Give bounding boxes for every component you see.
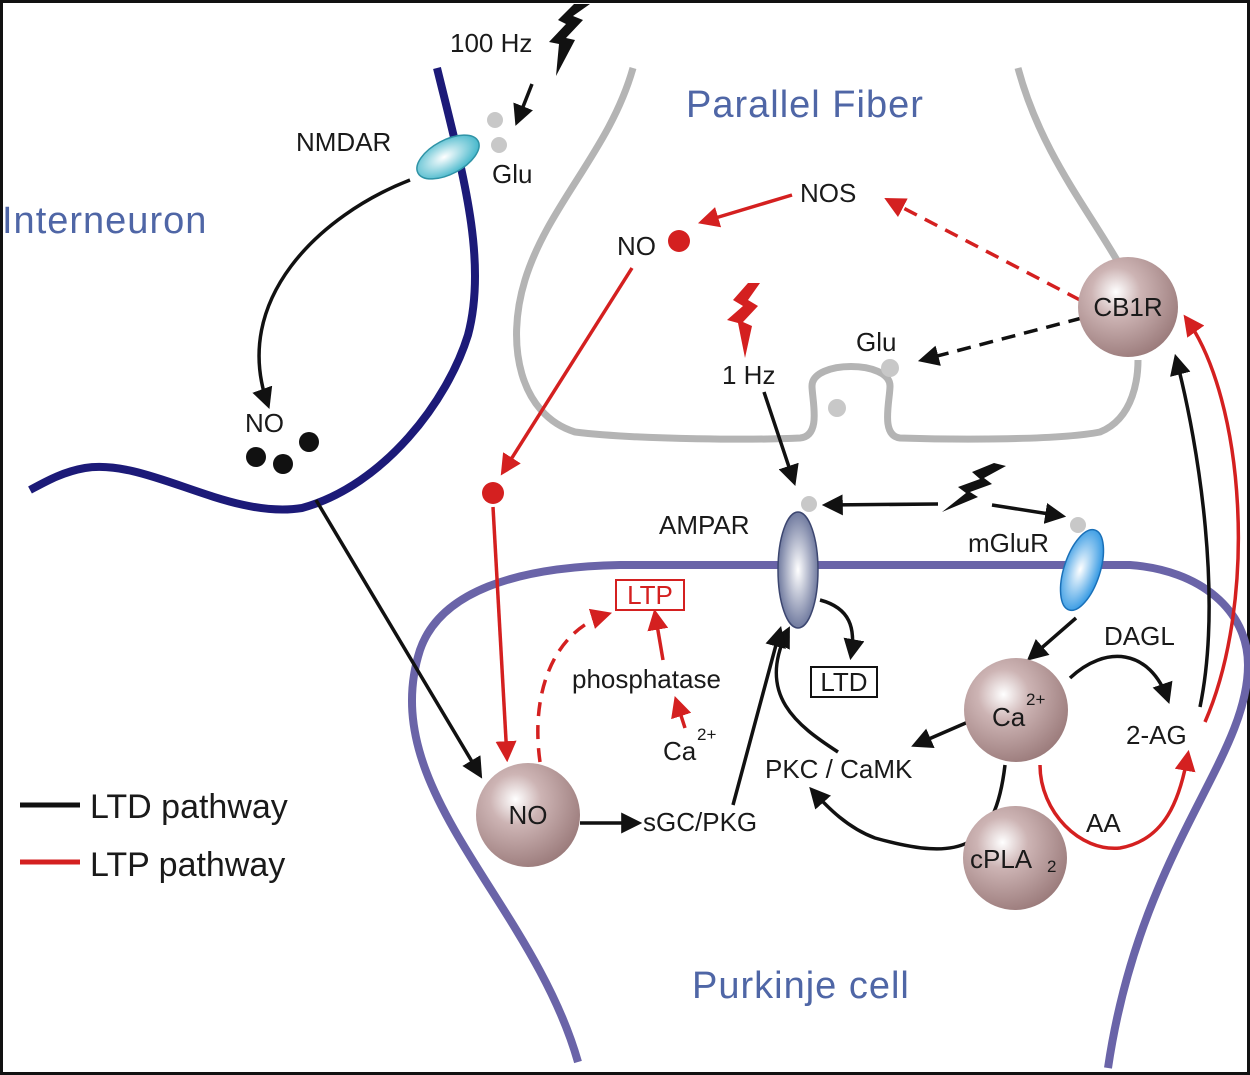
stimulus-100hz-label: 100 Hz — [450, 28, 532, 58]
arrow-cb1r-to-glu — [917, 316, 1083, 366]
no-label-interneuron: NO — [245, 408, 284, 438]
nos-label: NOS — [800, 178, 856, 208]
arrow-nmdar-to-no — [252, 178, 411, 409]
glu-label-mid: Glu — [856, 327, 896, 357]
arrow-2ag-to-cb1r-red — [1183, 314, 1241, 723]
no-molecule-dot — [299, 432, 319, 452]
region-label-parallel-fiber: Parallel Fiber — [686, 84, 924, 126]
no-purkinje-node — [476, 763, 580, 867]
glutamate-dot — [801, 496, 817, 512]
region-label-purkinje-cell: Purkinje cell — [692, 965, 910, 1007]
ampar-receptor — [777, 511, 819, 629]
parallel-fiber-membrane-right — [1014, 67, 1122, 264]
cpla-node — [963, 806, 1067, 910]
arrow-mglur-to-ca — [1026, 616, 1078, 661]
arrow-dot-to-purkinje-no — [491, 506, 517, 763]
mglur-label: mGluR — [968, 528, 1049, 558]
arrow-nos-to-no — [697, 193, 793, 228]
no-molecule-dot-red — [482, 482, 504, 504]
no-molecule-dot — [246, 447, 266, 467]
glutamate-dot — [491, 137, 507, 153]
glu-label-top: Glu — [492, 159, 532, 189]
ca-small-superscript: 2+ — [697, 725, 716, 744]
ltd-box — [810, 666, 878, 698]
two-ag-label: 2-AG — [1126, 720, 1187, 750]
interneuron-membrane — [28, 67, 480, 514]
lightning-bolt-icon-100hz — [549, 4, 590, 76]
arrow-ampar-to-ltd — [819, 598, 865, 661]
ltp-label: LTP — [627, 580, 673, 610]
ca-big-label: Ca — [992, 702, 1026, 732]
nmdar-receptor — [416, 134, 480, 180]
purkinje-membrane — [408, 561, 1250, 1069]
arrow-sgc-to-ampar — [731, 625, 786, 806]
ampar-label: AMPAR — [659, 510, 750, 540]
arrow-phosphatase-to-ltp — [647, 608, 669, 661]
arrow-2ag-to-cb1r — [1170, 353, 1211, 708]
glutamate-dot — [1070, 517, 1086, 533]
region-label-interneuron: Interneuron — [2, 200, 207, 242]
cpla-subscript: 2 — [1047, 857, 1056, 876]
arrow-ca-to-2ag-dagl — [1068, 654, 1173, 704]
ltd-label: LTD — [820, 667, 867, 697]
arrow-cb1r-to-nos — [884, 198, 1081, 302]
cpla-label: cPLA — [970, 844, 1033, 874]
sgc-pkg-label: sGC/PKG — [643, 807, 757, 837]
legend-ltp-label: LTP pathway — [90, 846, 285, 884]
aa-label: AA — [1086, 808, 1121, 838]
arrow-no-to-dot — [500, 267, 634, 476]
cb1r-label: CB1R — [1093, 292, 1162, 322]
arrow-no-to-purkinje-no — [314, 499, 483, 779]
lightning-bolt-icon-synapse — [942, 463, 1006, 512]
dagl-label: DAGL — [1104, 621, 1175, 651]
no-label-purkinje: NO — [509, 800, 548, 830]
arrow-ca-to-pkc — [911, 720, 969, 748]
ca-node — [964, 658, 1068, 762]
arrow-glutamate-to-mglur — [991, 503, 1067, 524]
glutamate-dot — [487, 112, 503, 128]
arrow-glutamate-to-ampar-mglur — [821, 494, 939, 516]
stimulus-1hz-label: 1 Hz — [722, 360, 775, 390]
legend: LTD pathway LTP pathway — [20, 788, 288, 884]
ca-small-label: Ca — [663, 736, 697, 766]
arrow-no-to-ltp — [536, 608, 613, 763]
no-label-parallel-fiber: NO — [617, 231, 656, 261]
arrow-ca-to-2ag-aa — [1038, 749, 1196, 850]
mglur-receptor — [1059, 528, 1105, 612]
no-molecule-dot — [273, 454, 293, 474]
parallel-fiber-membrane — [513, 67, 1142, 443]
pkc-camk-label: PKC / CaMK — [765, 754, 913, 784]
arrow-1hz-to-ampar — [762, 391, 799, 486]
legend-ltd-label: LTD pathway — [90, 788, 288, 826]
ltp-box — [615, 579, 685, 611]
cb1r-node — [1078, 257, 1178, 357]
ca-big-superscript: 2+ — [1026, 690, 1045, 709]
arrow-ca-to-phosphatase — [671, 696, 692, 729]
lightning-bolt-icon-1hz — [727, 283, 760, 358]
no-molecule-dot-red — [668, 230, 690, 252]
glutamate-dot — [828, 399, 846, 417]
arrow-pkc-to-ampar — [771, 626, 839, 754]
phosphatase-label: phosphatase — [572, 664, 721, 694]
arrow-100hz-to-glu — [513, 83, 534, 126]
glutamate-dot — [881, 359, 899, 377]
nmdar-label: NMDAR — [296, 127, 391, 157]
